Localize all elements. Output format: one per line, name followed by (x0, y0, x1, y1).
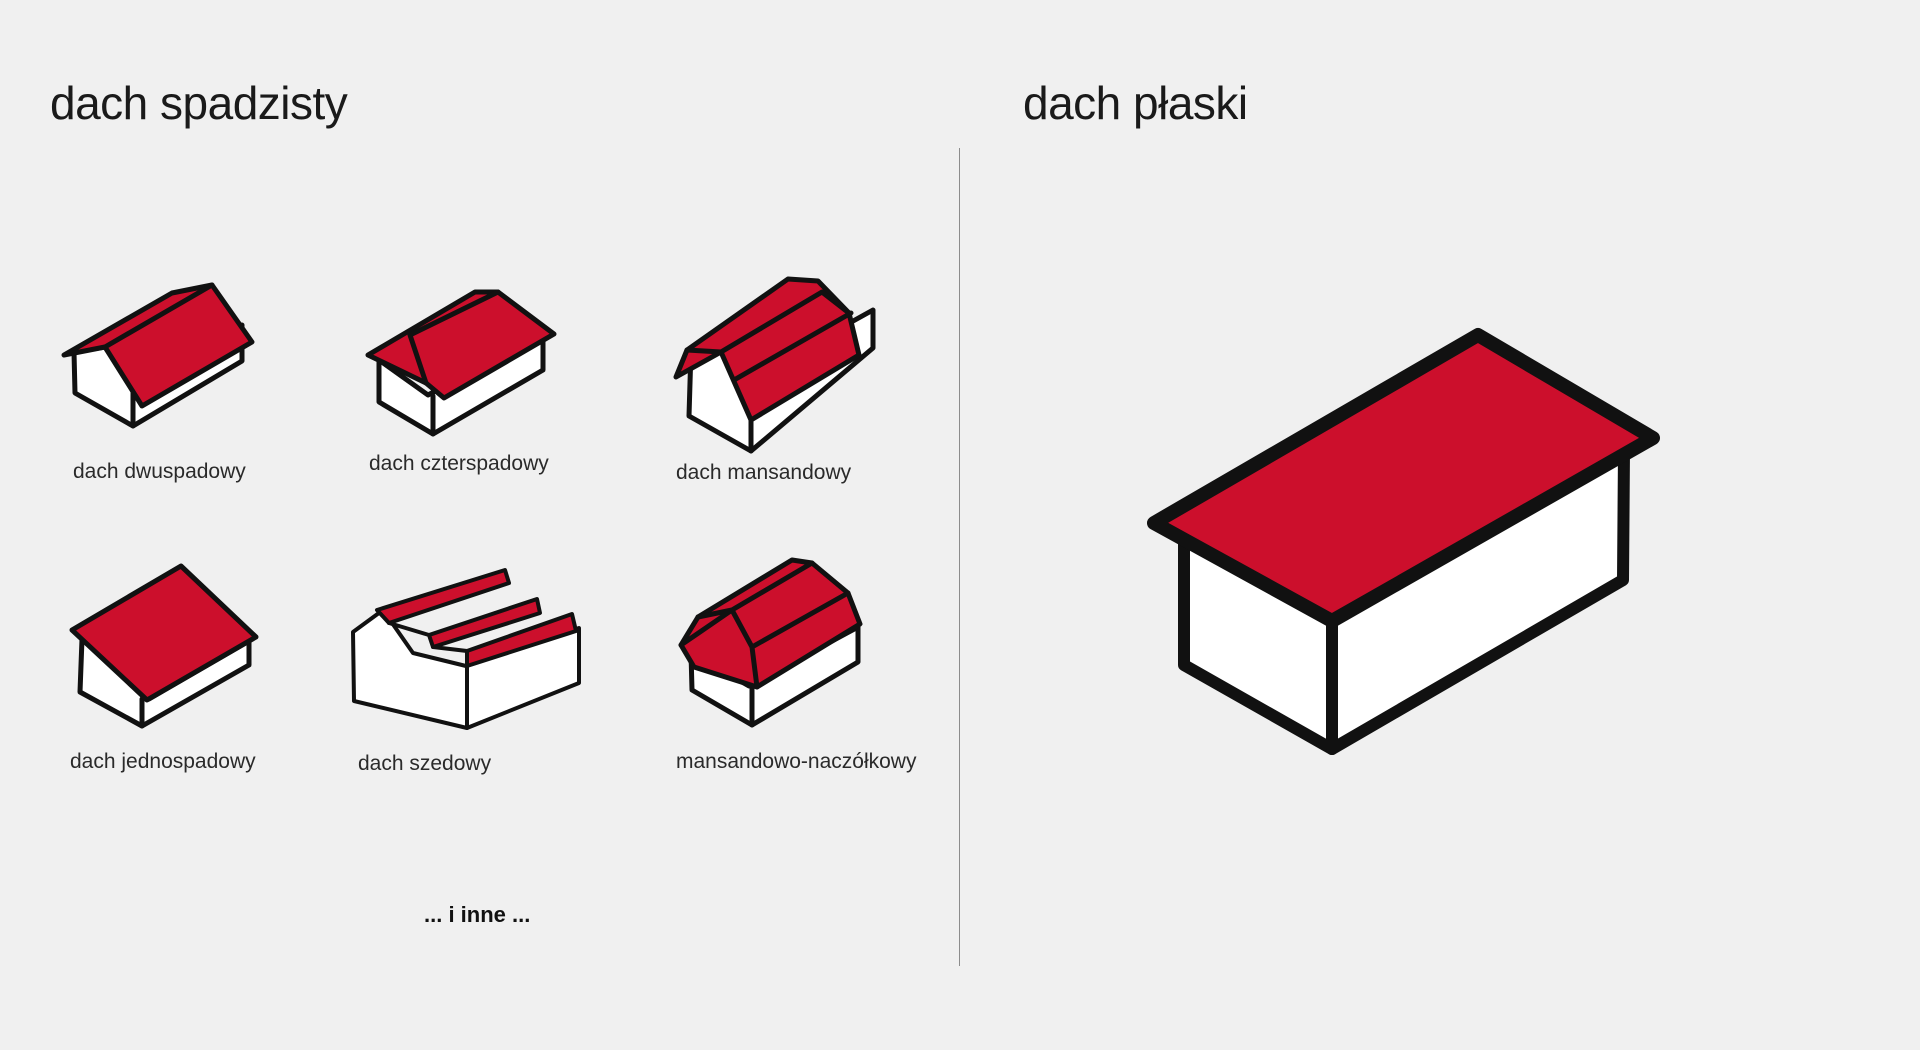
flat-roof-title: dach płaski (1023, 77, 1248, 129)
sawtooth-roof-icon (351, 568, 581, 730)
pitched-roof-title: dach spadzisty (50, 77, 348, 129)
mansard-roof-icon (673, 276, 876, 454)
shed-roof-icon (69, 563, 259, 729)
more-roofs-text: ... i inne ... (424, 902, 531, 927)
roof-caption: mansandowo-naczółkowy (676, 750, 917, 773)
roof-caption: dach dwuspadowy (73, 460, 246, 483)
section-divider (959, 148, 960, 966)
hip-roof-icon (365, 289, 557, 437)
gable-roof-icon (61, 282, 255, 429)
roof-caption: dach szedowy (358, 752, 492, 775)
roof-caption: dach czterspadowy (369, 452, 549, 475)
flat-roof-icon (1147, 328, 1660, 755)
roof-caption: dach mansandowy (676, 461, 852, 484)
roof-caption: dach jednospadowy (70, 750, 256, 773)
mansard-half-hip-roof-icon (678, 557, 863, 728)
